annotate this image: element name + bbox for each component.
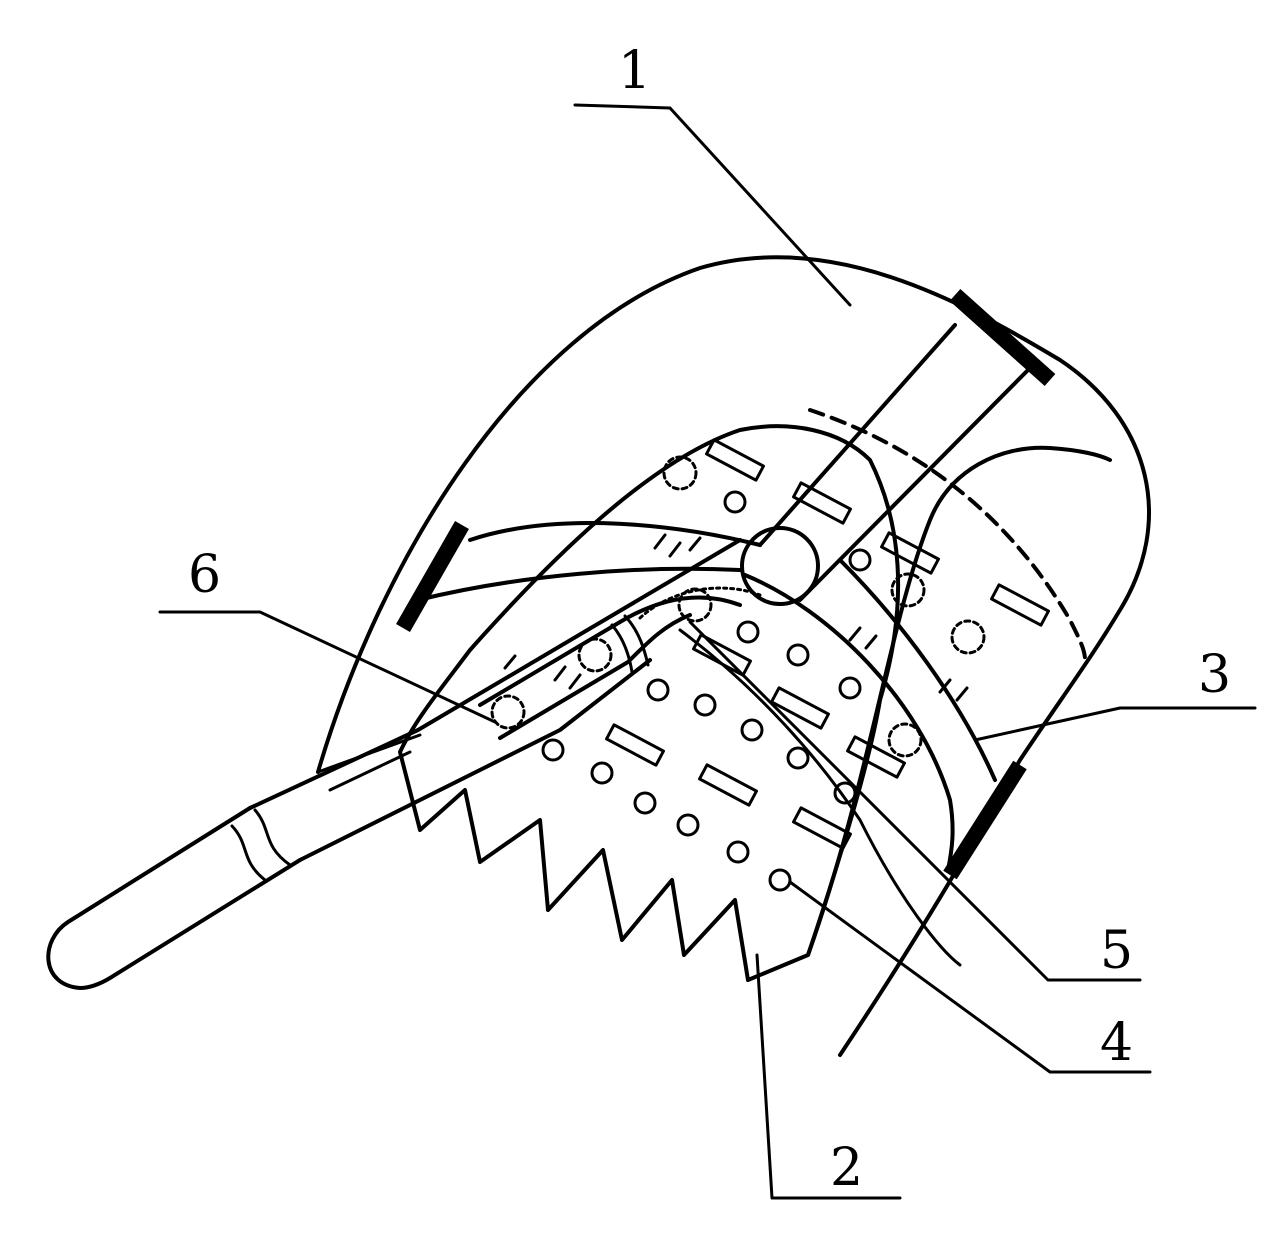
hole (736, 620, 760, 644)
strap-upper-right (758, 323, 957, 547)
shaft-tip-lines (316, 733, 422, 792)
slot (770, 686, 830, 730)
dash-marks (503, 533, 969, 702)
slot (846, 735, 906, 779)
curved-tube-inner (498, 613, 692, 740)
strap-lower-right (838, 558, 997, 782)
label-1: 1 (618, 41, 651, 101)
handle-outline (46, 806, 302, 990)
hole (740, 718, 764, 742)
strap-left-lower (416, 566, 742, 602)
pivot-ring (740, 526, 820, 606)
inner-shell-lower (743, 573, 955, 872)
hole (786, 746, 810, 770)
serrated-plate-outline (398, 424, 901, 982)
curved-tube-collar (610, 614, 650, 674)
outer-frame-outline (316, 255, 1151, 1057)
hole (838, 676, 862, 700)
shaft-lower-edge (298, 658, 652, 862)
clamp-left (396, 521, 469, 632)
hole (768, 868, 792, 892)
hidden-hole (890, 572, 926, 608)
hidden-hole (950, 619, 986, 655)
clamp-right (943, 760, 1027, 880)
curved-tube-dotted (638, 586, 762, 620)
strap-upper-right-2 (798, 366, 1032, 602)
leader-line-4 (788, 880, 1152, 1074)
hole (541, 738, 565, 762)
inner-shell-outline (806, 445, 1112, 957)
hidden-hole (577, 637, 613, 673)
hole (676, 813, 700, 837)
label-4: 4 (1100, 1013, 1133, 1073)
hole (726, 840, 750, 864)
hole (633, 791, 657, 815)
slot (605, 723, 665, 767)
leader-line-2 (755, 953, 902, 1200)
slot (880, 531, 940, 575)
hole (646, 678, 670, 702)
hole (723, 490, 747, 514)
leader-line-3 (973, 706, 1257, 742)
label-2: 2 (830, 1138, 863, 1198)
hidden-hole (887, 722, 923, 758)
curved-tube-outer (478, 595, 742, 707)
leader-line-6 (158, 610, 497, 724)
hidden-hole-group (490, 455, 986, 758)
slot (705, 438, 765, 482)
shaft-upper-edge (248, 538, 742, 810)
slot-group (605, 438, 1050, 850)
hole-group (541, 490, 872, 892)
hidden-hole (677, 587, 713, 623)
slot (692, 633, 752, 677)
leader-line-5 (688, 620, 1142, 982)
clamp-top (949, 289, 1056, 386)
hole (693, 693, 717, 717)
slot (990, 583, 1050, 627)
hole (786, 643, 810, 667)
hidden-hole (490, 694, 526, 730)
strap-center-diagonal (678, 628, 962, 967)
slot (792, 481, 852, 525)
hidden-hole (662, 455, 698, 491)
inner-curve-dashed (808, 408, 1087, 662)
hole (848, 548, 872, 572)
handle-break-mark (230, 808, 292, 882)
strap-left-upper (468, 521, 762, 547)
slot (698, 763, 758, 807)
label-3: 3 (1198, 645, 1231, 705)
label-5: 5 (1100, 921, 1133, 981)
label-6: 6 (188, 545, 221, 605)
leader-line-1 (573, 103, 852, 307)
hole (590, 761, 614, 785)
slot (792, 806, 852, 850)
hole (833, 781, 857, 805)
